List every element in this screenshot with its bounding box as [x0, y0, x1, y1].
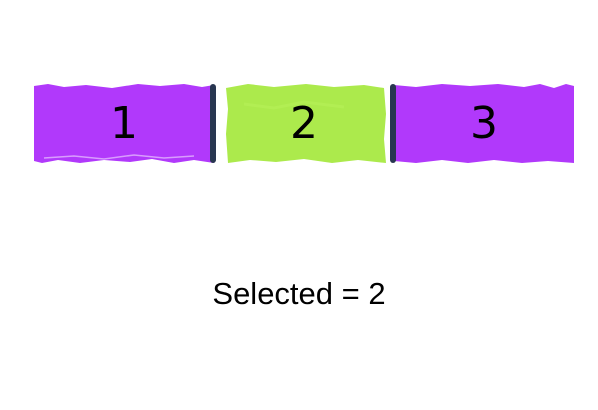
segment-1-label: 1 — [110, 97, 138, 149]
segment-3[interactable]: 3 — [394, 84, 574, 163]
segment-1-fill — [34, 84, 214, 163]
segment-divider — [210, 84, 216, 163]
segment-2[interactable]: 2 — [214, 84, 394, 163]
segment-2-fill — [214, 84, 394, 163]
segment-3-fill — [394, 84, 574, 163]
segmented-control: 1 2 3 — [34, 84, 574, 163]
segment-divider — [390, 84, 396, 163]
segment-3-label: 3 — [470, 97, 498, 149]
segment-2-label: 2 — [290, 97, 318, 149]
selection-status-text: Selected = 2 — [212, 276, 386, 311]
segment-1[interactable]: 1 — [34, 84, 214, 163]
